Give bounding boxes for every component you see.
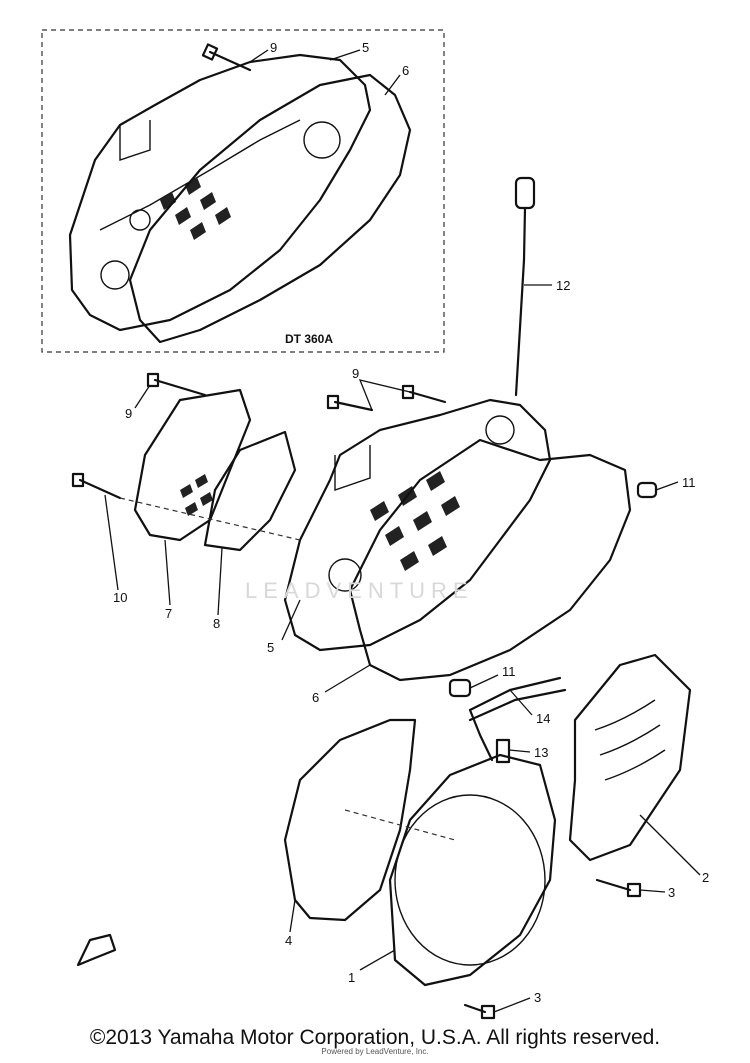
screw-3-upper — [595, 878, 642, 898]
callout-6: 6 — [312, 690, 319, 705]
callout-9-left: 9 — [125, 406, 132, 421]
callout-11-lower: 11 — [502, 664, 516, 679]
bolt-9-center-b — [401, 384, 447, 404]
crankcase-cover — [283, 398, 552, 652]
bolt-9-center-a — [326, 394, 374, 412]
bolt-10 — [71, 472, 122, 500]
bolt-9-left — [146, 372, 207, 397]
watermark: LEADVENTURE — [245, 578, 474, 603]
callout-14: 14 — [536, 711, 550, 726]
breather-hose — [468, 676, 567, 762]
small-cover — [133, 388, 252, 542]
callout-5: 5 — [267, 640, 274, 655]
hose-fitting — [495, 738, 511, 764]
callout-2: 2 — [702, 870, 709, 885]
cover-gasket — [348, 438, 632, 682]
inset-model-label: DT 360A — [285, 332, 333, 346]
dowel-11-lower — [448, 678, 472, 698]
credit-text: Powered by LeadVenture, Inc. — [321, 1047, 429, 1056]
inset-bolt-9 — [201, 43, 252, 72]
shroud — [568, 653, 692, 862]
callout-3-upper: 3 — [668, 885, 675, 900]
copyright-notice: ©2013 Yamaha Motor Corporation, U.S.A. A… — [89, 1026, 661, 1049]
callout-13: 13 — [534, 745, 548, 760]
inset-crankcase — [68, 53, 372, 332]
callout-1: 1 — [348, 970, 355, 985]
direction-mark — [76, 933, 117, 967]
inset-gasket — [128, 73, 412, 344]
parts-diagram: LEADVENTURE DT 360A 9 5 6 12 9 9 11 10 7… — [41, 29, 709, 1020]
inset-box — [41, 29, 445, 353]
leader-lines — [104, 49, 701, 1013]
alignment-line-b — [344, 809, 456, 841]
callout-9-center: 9 — [352, 366, 359, 381]
callout-3-lower: 3 — [534, 990, 541, 1005]
screw-3-lower — [463, 1003, 496, 1020]
callout-8: 8 — [213, 616, 220, 631]
callout-5-inset: 5 — [362, 40, 369, 55]
callout-9-inset: 9 — [270, 40, 277, 55]
small-gasket — [203, 430, 297, 552]
callout-12: 12 — [556, 278, 570, 293]
callout-10: 10 — [113, 590, 127, 605]
callout-4: 4 — [285, 933, 292, 948]
alignment-line-a — [119, 497, 301, 541]
callout-11-right: 11 — [682, 475, 696, 490]
generator-cover-gasket — [283, 718, 417, 922]
dipstick — [514, 176, 536, 397]
callout-7: 7 — [165, 606, 172, 621]
dowel-11-right — [636, 481, 658, 499]
callout-6-inset: 6 — [402, 63, 409, 78]
generator-cover — [388, 753, 557, 987]
